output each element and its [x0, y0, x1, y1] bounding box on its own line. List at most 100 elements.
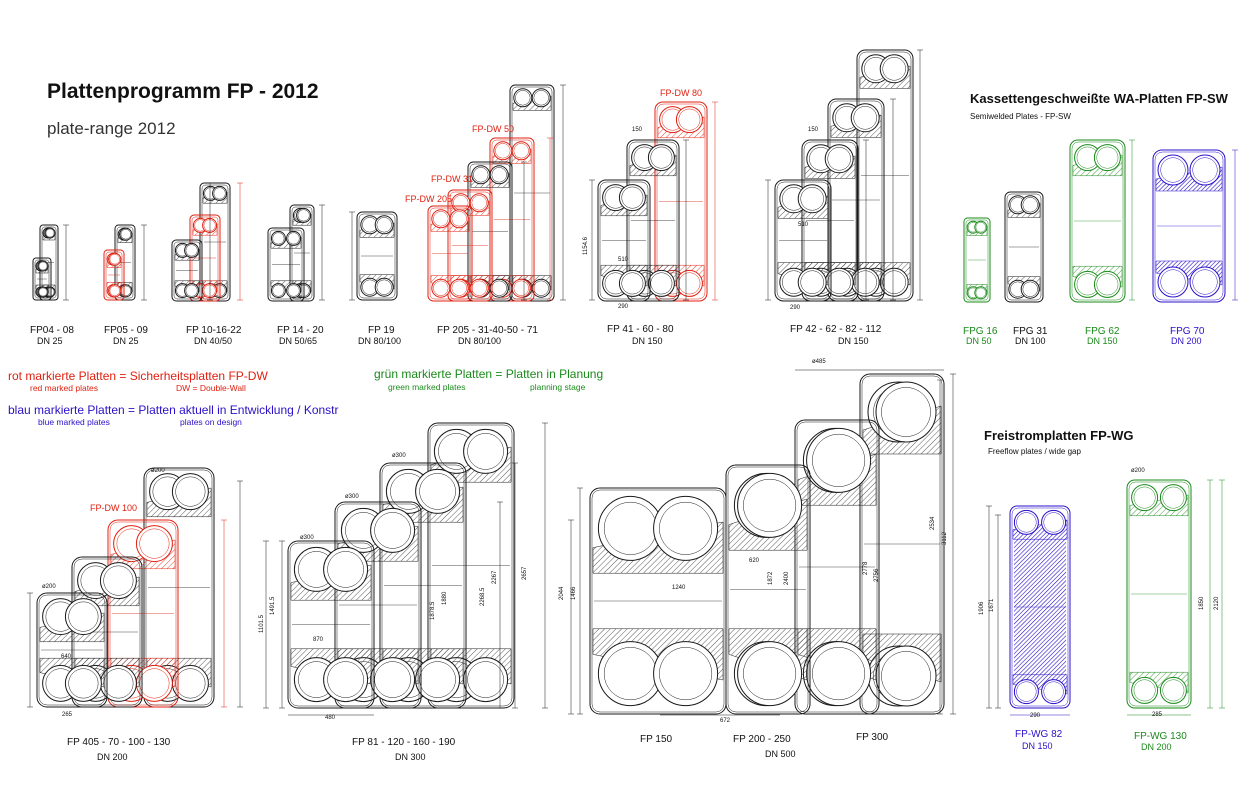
port-circle [618, 269, 646, 297]
port-circle [975, 222, 986, 233]
port-circle [743, 647, 797, 701]
tag-dw100: FP-DW 100 [90, 503, 137, 513]
port-circle [1131, 676, 1159, 704]
dim-label: 2756 [874, 568, 880, 582]
tag-dw31: FP-DW 31 [431, 174, 473, 184]
legend-red-main: rot markierte Platten = Sicherheitsplatt… [8, 369, 268, 383]
group-label: FP 14 - 20 [277, 325, 324, 336]
port-circle [1160, 157, 1186, 183]
port-circle [737, 472, 803, 538]
port-circle [800, 270, 824, 294]
port-circle [185, 284, 198, 297]
port-circle [653, 495, 719, 561]
port-circle [374, 661, 411, 698]
plate-outline [856, 49, 914, 302]
port-circle [1189, 154, 1221, 186]
legend-green-main: grün markierte Platten = Platten in Plan… [374, 367, 603, 381]
port-circle [185, 244, 198, 257]
port-circle [109, 285, 120, 296]
port-circle [489, 278, 509, 298]
legend-blue-sub1: blue marked plates [38, 417, 110, 427]
group-label: FP-WG 82 [1015, 729, 1063, 740]
plate-gasket [628, 141, 678, 300]
plate-gasket [1128, 481, 1190, 707]
plate-gasket [109, 521, 177, 706]
group-label: FP-WG 130 [1134, 731, 1187, 742]
dim-label: ø200 [1131, 468, 1145, 474]
port-circle [327, 551, 364, 588]
dimension-labels: 1240 2044 1466 620 1872 2400 2778 2756 3… [42, 127, 1220, 724]
semiwelded-subtitle: Semiwelded Plates - FP-SW [970, 112, 1071, 121]
plate-gasket [858, 51, 912, 300]
plate-outline [1152, 149, 1226, 303]
group-dn: DN 25 [37, 336, 63, 346]
plate-gasket [656, 103, 706, 300]
port-circle [491, 167, 507, 183]
port-circle [419, 661, 456, 698]
plate-outline [289, 204, 315, 302]
port-circle [323, 546, 369, 592]
port-circle [376, 217, 392, 233]
dim-label: 2778 [863, 561, 869, 575]
plate-outline [379, 462, 467, 709]
group-dn: DN 500 [765, 749, 796, 759]
port-circle [1159, 484, 1187, 512]
tag-dw50: FP-DW 50 [472, 124, 514, 134]
plate-gasket [449, 191, 491, 300]
group-dn: DN 100 [1015, 336, 1046, 346]
port-circle [451, 193, 471, 213]
port-circle [1013, 679, 1039, 705]
port-circle [212, 185, 228, 201]
plate-gasket [1011, 507, 1069, 707]
port-circle [296, 207, 312, 223]
port-circle [647, 269, 675, 297]
dim-label: 510 [798, 222, 809, 228]
group-dn: DN 150 [838, 336, 869, 346]
plate-gasket [803, 141, 857, 300]
port-circle [469, 278, 489, 298]
legend-red-sub1: red marked plates [30, 383, 98, 393]
group-dn: DN 25 [113, 336, 139, 346]
dim-label: 672 [720, 718, 731, 724]
port-circle [108, 252, 122, 266]
legend-blue-main: blau markierte Platten = Platten aktuell… [8, 403, 339, 417]
dim-label: 1878.5 [430, 601, 436, 620]
port-circle [743, 478, 797, 532]
port-circle [1162, 486, 1185, 509]
port-circle [1192, 269, 1218, 295]
plate-gasket [358, 213, 396, 299]
port-circle [659, 501, 713, 555]
port-circle [1131, 484, 1159, 512]
dim-label: ø300 [345, 494, 359, 500]
freeflow-subtitle: Freeflow plates / wide gap [988, 447, 1081, 456]
semiwelded-title: Kassettengeschweißte WA-Platten FP-SW [970, 91, 1229, 106]
plate-gasket [289, 542, 373, 707]
dim-label: 1491.5 [270, 596, 276, 615]
port-circle [1016, 512, 1037, 533]
port-circle [415, 468, 461, 514]
captions-bottom: FP 405 - 70 - 100 - 130 DN 200 FP 81 - 1… [67, 732, 888, 762]
port-circle [286, 230, 302, 246]
port-circle [511, 278, 531, 298]
plate-gasket [291, 206, 313, 300]
group-dn: DN 200 [97, 752, 128, 762]
plate-gasket [429, 424, 513, 707]
dim-label: 1240 [672, 585, 686, 591]
dim-label: 150 [632, 127, 643, 133]
port-circle [1020, 195, 1040, 215]
legend-red-sub2: DW = Double-Wall [176, 383, 246, 393]
dim-label: 290 [1030, 713, 1041, 719]
port-circle [64, 664, 102, 702]
dim-label: 1880 [442, 591, 448, 605]
port-circle [1157, 154, 1189, 186]
port-circle [806, 641, 872, 707]
port-circle [433, 211, 449, 227]
group-dn: DN 40/50 [194, 336, 232, 346]
port-circle [287, 284, 300, 297]
port-circle [297, 209, 310, 222]
port-circle [120, 229, 131, 240]
port-circle [621, 272, 644, 295]
port-circle [431, 278, 451, 298]
port-circle [103, 565, 134, 596]
dim-label: 1154.6 [583, 236, 589, 255]
